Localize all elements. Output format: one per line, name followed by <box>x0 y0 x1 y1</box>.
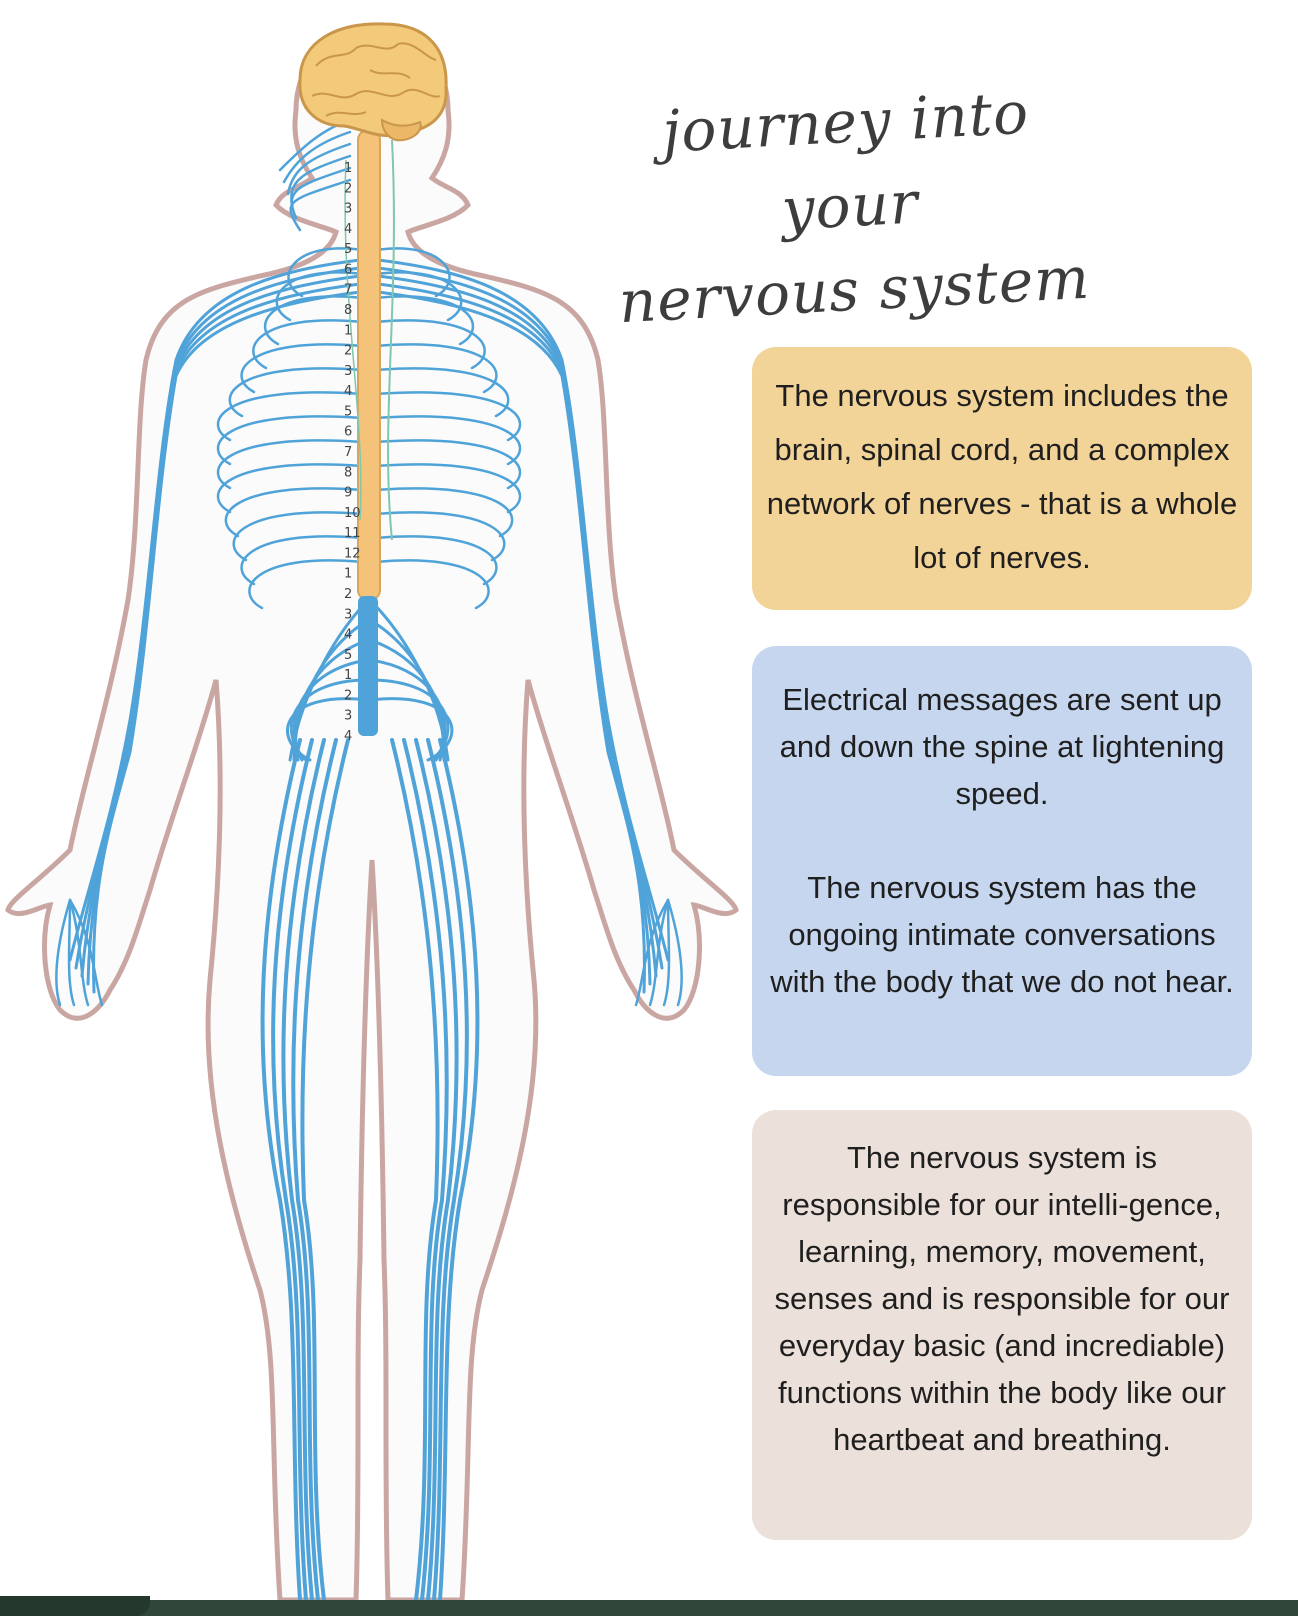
card-text: The nervous system includes the brain, s… <box>766 378 1238 575</box>
nerve-path <box>374 487 514 538</box>
card-text: The nervous system is responsible for ou… <box>774 1140 1230 1457</box>
brain <box>298 22 448 142</box>
nerve-path <box>300 738 350 1600</box>
nerve-path <box>368 697 454 762</box>
vertebra-label: 3 <box>344 709 352 724</box>
vertebra-label: 3 <box>344 607 352 622</box>
vertebra-label: 1 <box>344 161 352 176</box>
nerve-path <box>374 463 522 514</box>
vertebra-label: 4 <box>344 384 352 399</box>
nerve-path <box>286 142 352 196</box>
card-text: The nervous system has the ongoing intim… <box>770 870 1234 999</box>
nerve-path <box>374 343 498 394</box>
vertebra-label: 8 <box>344 465 352 480</box>
vertebra-label: 6 <box>344 425 352 440</box>
nerve-path <box>216 439 364 490</box>
vertebra-label: 6 <box>344 262 352 277</box>
nerve-path <box>289 178 352 232</box>
info-card-responsibilities: The nervous system is responsible for ou… <box>752 1110 1252 1540</box>
vertebra-label: 5 <box>344 648 352 663</box>
nerve-path <box>426 738 469 1600</box>
nerve-path <box>291 738 338 1600</box>
nerve-path <box>666 898 683 1007</box>
spinal-cord <box>357 129 381 601</box>
nerve-path <box>374 439 522 490</box>
vertebra-label: 2 <box>344 344 352 359</box>
vertebra-label: 4 <box>344 729 352 744</box>
nerve-path <box>374 511 506 562</box>
nerve-path <box>252 319 364 370</box>
vertebra-label: 2 <box>344 181 352 196</box>
nerve-path <box>376 290 646 994</box>
nerve-path <box>374 367 510 418</box>
nerve-path <box>374 247 451 298</box>
vertebra-label: 1 <box>344 567 352 582</box>
vertebra-label: 2 <box>344 587 352 602</box>
nerve-path <box>374 319 486 370</box>
nerve-network <box>55 118 683 1600</box>
nerve-path <box>374 415 522 466</box>
nerve-path <box>374 559 490 610</box>
nerve-path <box>216 415 364 466</box>
vertebra-label: 5 <box>344 242 352 257</box>
vertebra-label: 7 <box>344 283 352 298</box>
nerve-path <box>438 738 480 1600</box>
nerve-path <box>216 391 364 442</box>
nerve-path <box>248 559 364 610</box>
nerve-path <box>402 738 449 1600</box>
sympathetic-chain-left <box>344 159 362 521</box>
vertebra-label: 10 <box>344 506 361 521</box>
nerve-path <box>240 343 364 394</box>
vertebra-label: 4 <box>344 628 352 643</box>
vertebra-label: 1 <box>344 668 352 683</box>
nerve-path <box>648 898 670 1007</box>
nerve-path <box>374 535 498 586</box>
info-card-brain-spine: The nervous system includes the brain, s… <box>752 347 1252 610</box>
nerve-path <box>390 738 440 1600</box>
nerve-path <box>414 738 459 1600</box>
sympathetic-chain <box>387 139 395 541</box>
nerve-path <box>662 898 671 1007</box>
nerve-path <box>232 511 364 562</box>
nerve-path <box>228 367 364 418</box>
nerve-path <box>271 738 314 1600</box>
vertebra-label: 4 <box>344 222 352 237</box>
vertebra-label: 5 <box>344 404 352 419</box>
nerve-path <box>281 738 326 1600</box>
body-outline <box>5 27 739 1600</box>
title-line-1: journey into your <box>660 78 1031 244</box>
footer-band <box>0 1600 1298 1616</box>
nerve-path <box>55 898 72 1007</box>
nerve-path <box>240 535 364 586</box>
vertebra-label: 11 <box>344 526 361 541</box>
card-text: Electrical messages are sent up and down… <box>779 682 1225 811</box>
nerve-path <box>282 130 352 184</box>
nerve-path <box>68 898 90 1007</box>
nerve-path <box>290 166 352 220</box>
cauda-equina <box>358 596 378 736</box>
vertebra-label: 7 <box>344 445 352 460</box>
nerve-path <box>260 738 302 1600</box>
vertebra-label: 8 <box>344 303 352 318</box>
nerve-path <box>287 247 364 298</box>
info-card-electrical-messages: Electrical messages are sent up and down… <box>752 646 1252 1076</box>
vertebra-label: 3 <box>344 202 352 217</box>
page-title: journey into your nervous system <box>594 67 1107 345</box>
nerve-path <box>92 290 362 994</box>
vertebra-label: 3 <box>344 364 352 379</box>
vertebra-label: 9 <box>344 486 352 501</box>
vertebra-label: 1 <box>344 323 352 338</box>
vertebra-label: 12 <box>344 546 361 561</box>
nerve-path <box>634 898 670 1007</box>
nerve-path <box>68 898 104 1007</box>
vertebra-label: 2 <box>344 688 352 703</box>
footer-tab <box>0 1596 150 1616</box>
nerve-path <box>67 898 76 1007</box>
nerve-path <box>224 487 364 538</box>
nerve-path <box>374 391 522 442</box>
nerve-path <box>216 463 364 514</box>
